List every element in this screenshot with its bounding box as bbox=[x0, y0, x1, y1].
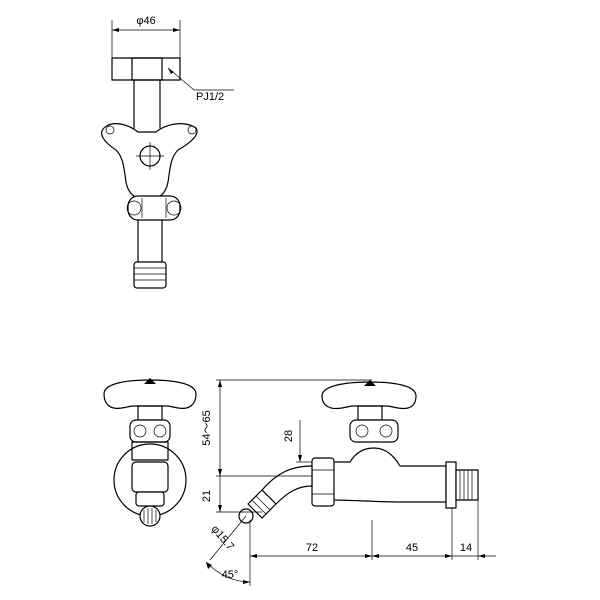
handle-hub bbox=[136, 142, 164, 170]
stem bbox=[137, 405, 163, 421]
spout-tube bbox=[137, 219, 163, 263]
handle-knob-left bbox=[105, 125, 115, 135]
side-view: 54～65 21 28 φ15.7 45° bbox=[201, 379, 496, 586]
lock-nut bbox=[126, 195, 182, 221]
label-dia157: φ15.7 bbox=[209, 523, 237, 553]
body-tube bbox=[133, 79, 161, 129]
label-dia46: φ46 bbox=[136, 15, 155, 27]
top-view: φ46 PJ1/2 bbox=[101, 15, 234, 289]
bonnet bbox=[129, 419, 171, 443]
label-dim45: 45 bbox=[406, 542, 418, 554]
handle-side bbox=[321, 381, 417, 410]
dimension-nozzle: φ15.7 45° bbox=[205, 515, 251, 586]
handle-side-mark bbox=[364, 380, 376, 386]
flange-outline bbox=[111, 57, 181, 81]
label-dim28: 28 bbox=[283, 430, 295, 442]
dimension-21: 21 bbox=[201, 476, 262, 513]
dimension-horizontal: 72 45 14 bbox=[250, 500, 496, 560]
handle-knob-right bbox=[187, 125, 197, 135]
dimension-28: 28 bbox=[283, 420, 312, 463]
body-side bbox=[329, 447, 447, 503]
outlet-front bbox=[131, 461, 169, 527]
label-height: 54～65 bbox=[201, 410, 213, 445]
stem-side bbox=[357, 405, 383, 421]
flange-thread bbox=[131, 57, 163, 81]
front-view bbox=[103, 378, 197, 527]
label-angle45: 45° bbox=[222, 569, 239, 581]
handle-top-mark bbox=[144, 378, 156, 384]
dimension-thread: PJ1/2 bbox=[167, 67, 234, 103]
label-dim21: 21 bbox=[201, 490, 213, 502]
label-thread: PJ1/2 bbox=[196, 91, 224, 103]
label-dim14: 14 bbox=[460, 542, 472, 554]
wall-flange bbox=[445, 461, 479, 509]
bonnet-side bbox=[349, 419, 399, 443]
union-nut bbox=[311, 457, 335, 507]
dimension-height: 54～65 bbox=[201, 379, 372, 477]
dimension-dia46: φ46 bbox=[111, 15, 181, 58]
label-dim72: 72 bbox=[306, 542, 318, 554]
handle-front bbox=[103, 379, 197, 409]
hose-nozzle bbox=[133, 261, 167, 289]
